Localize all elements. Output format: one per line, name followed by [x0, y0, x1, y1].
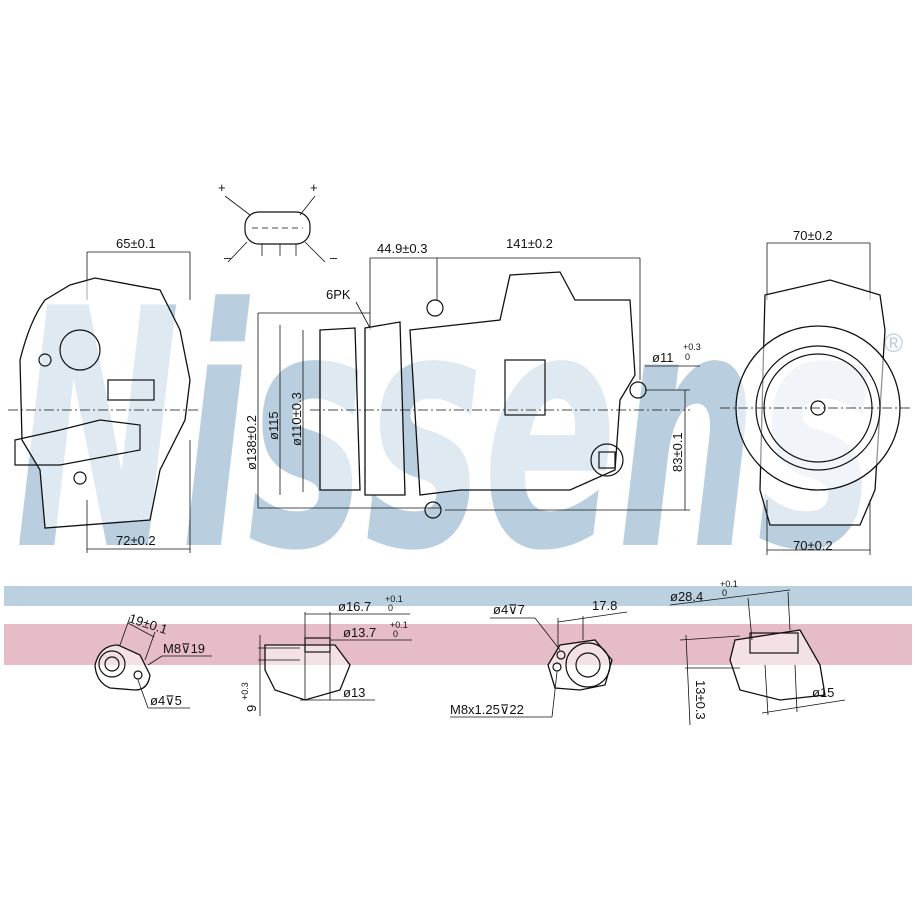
- dim-inner-diameter: ø110±0.3: [289, 392, 304, 446]
- d3-thread: M8x1.25⊽22: [450, 702, 524, 717]
- d2-height: 9: [244, 705, 259, 712]
- d2-bore: ø13: [343, 685, 365, 700]
- dim-length: 141±0.2: [506, 236, 553, 251]
- d4-outer-tol: +0.1: [720, 579, 738, 589]
- registered-mark: ®: [884, 328, 903, 358]
- pin-label: –: [224, 250, 232, 265]
- d4-bore: ø15: [812, 685, 834, 700]
- d4-height: 13±0.3: [693, 680, 708, 720]
- d2-outer-tol: +0.1: [385, 594, 403, 604]
- d2-inner-tol: +0.1: [390, 620, 408, 630]
- d2-outer: ø16.7: [338, 599, 371, 614]
- d1-pin: ø4⊽5: [150, 693, 182, 708]
- d4-outer-zero: 0: [722, 588, 727, 598]
- right-side-view: 70±0.2 70±0.2: [720, 228, 912, 555]
- dim-left-top: 65±0.1: [116, 236, 156, 251]
- dim-right-top: 70±0.2: [793, 228, 833, 243]
- electrical-connector: + + – –: [218, 180, 338, 265]
- dim-outer-diameter: ø138±0.2: [244, 415, 259, 470]
- dim-mount-hole-tol-low: 0: [685, 352, 690, 362]
- belt-label: 6PK: [326, 287, 351, 302]
- d3-pitch: 17.8: [592, 598, 617, 613]
- pin-label: +: [218, 180, 226, 195]
- dim-mount-height: 83±0.1: [670, 432, 685, 472]
- detail-port-3: ø4⊽7 17.8 M8x1.25⊽22: [450, 598, 628, 718]
- dim-offset: 44.9±0.3: [377, 241, 428, 256]
- left-side-view: 65±0.1 72±0.2: [8, 236, 200, 553]
- front-view: 44.9±0.3 141±0.2 6PK ø138±0.2 ø115 ø110±…: [244, 236, 701, 519]
- d2-inner-zero: 0: [393, 629, 398, 639]
- d2-height-tol: +0.3: [240, 682, 250, 700]
- dim-mount-hole: ø11: [652, 350, 673, 365]
- detail-port-2: ø16.7 +0.1 0 ø13.7 +0.1 0 ø13 9 +0.3: [240, 594, 412, 716]
- detail-port-4: 13±0.3 ø28.4 +0.1 0 ø15: [669, 579, 846, 726]
- d3-pin: ø4⊽7: [493, 602, 525, 617]
- dim-mount-hole-tol: +0.3: [683, 342, 701, 352]
- dim-pulley-diameter: ø115: [266, 411, 281, 440]
- pin-label: –: [330, 250, 338, 265]
- d2-inner: ø13.7: [343, 625, 376, 640]
- d2-outer-zero: 0: [388, 603, 393, 613]
- d1-thread: M8⊽19: [163, 641, 205, 656]
- dim-right-bottom: 70±0.2: [793, 538, 833, 553]
- blue-band: [4, 586, 912, 606]
- d4-outer: ø28.4: [670, 589, 703, 604]
- pin-label: +: [310, 180, 318, 195]
- dim-left-bottom: 72±0.2: [116, 533, 156, 548]
